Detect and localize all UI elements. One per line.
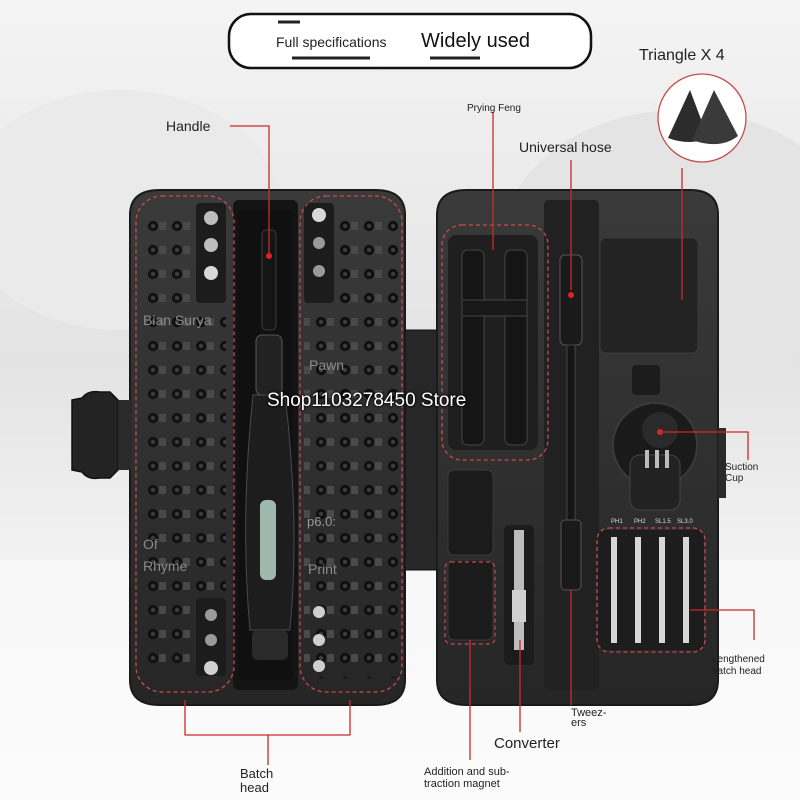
- label-tweezers-line2: ers: [571, 717, 587, 729]
- overlay-rhyme: Rhyme: [143, 558, 188, 574]
- overlay-print: Print: [308, 561, 337, 577]
- label-batch-head-line1: Batch: [240, 766, 274, 781]
- label-magnet: Addition and sub- traction magnet: [424, 766, 510, 790]
- label-tweezers-line1: Tweez-: [571, 707, 607, 719]
- bit-tag-sl30: SL3.0: [677, 519, 693, 525]
- label-triangle: Triangle X 4: [639, 47, 725, 64]
- label-magnet-line1: Addition and sub-: [424, 766, 510, 778]
- bit-tag-ph2: PH2: [634, 519, 646, 525]
- overlay-of: Of: [143, 536, 158, 552]
- label-suction-cup-line1: Suction: [725, 462, 759, 473]
- right-case: [436, 189, 726, 706]
- label-handle: Handle: [166, 118, 211, 134]
- overlay-p60: p6.0:: [307, 514, 336, 529]
- left-case: [71, 189, 406, 706]
- label-batch-head-line2: head: [240, 780, 269, 795]
- label-batch-head: Batch head: [240, 767, 273, 795]
- label-prying: Prying Feng: [467, 103, 521, 114]
- label-lengthened: Lengthened batch head: [712, 654, 765, 678]
- bit-tag-ph1: PH1: [611, 519, 623, 525]
- label-lengthened-line2: batch head: [712, 666, 762, 677]
- overlay-bian-surya: Bian Surya: [143, 312, 212, 328]
- overlay-pawn: Pawn: [309, 357, 345, 373]
- label-converter: Converter: [494, 735, 560, 752]
- label-universal-hose: Universal hose: [519, 139, 612, 155]
- label-magnet-line2: traction magnet: [424, 778, 500, 790]
- banner-left-text: Full specifications: [276, 34, 387, 50]
- bit-tag-sl15: SL1.5: [655, 519, 671, 525]
- label-suction-cup: Suction Cup: [725, 462, 758, 484]
- label-tweezers: Tweez- ers: [571, 707, 607, 729]
- store-watermark: Shop1103278450 Store: [267, 390, 467, 411]
- triangle-picks: [657, 73, 747, 163]
- label-lengthened-line1: Lengthened: [712, 654, 765, 665]
- banner-right-text: Widely used: [421, 30, 530, 52]
- label-suction-cup-line2: Cup: [725, 473, 744, 484]
